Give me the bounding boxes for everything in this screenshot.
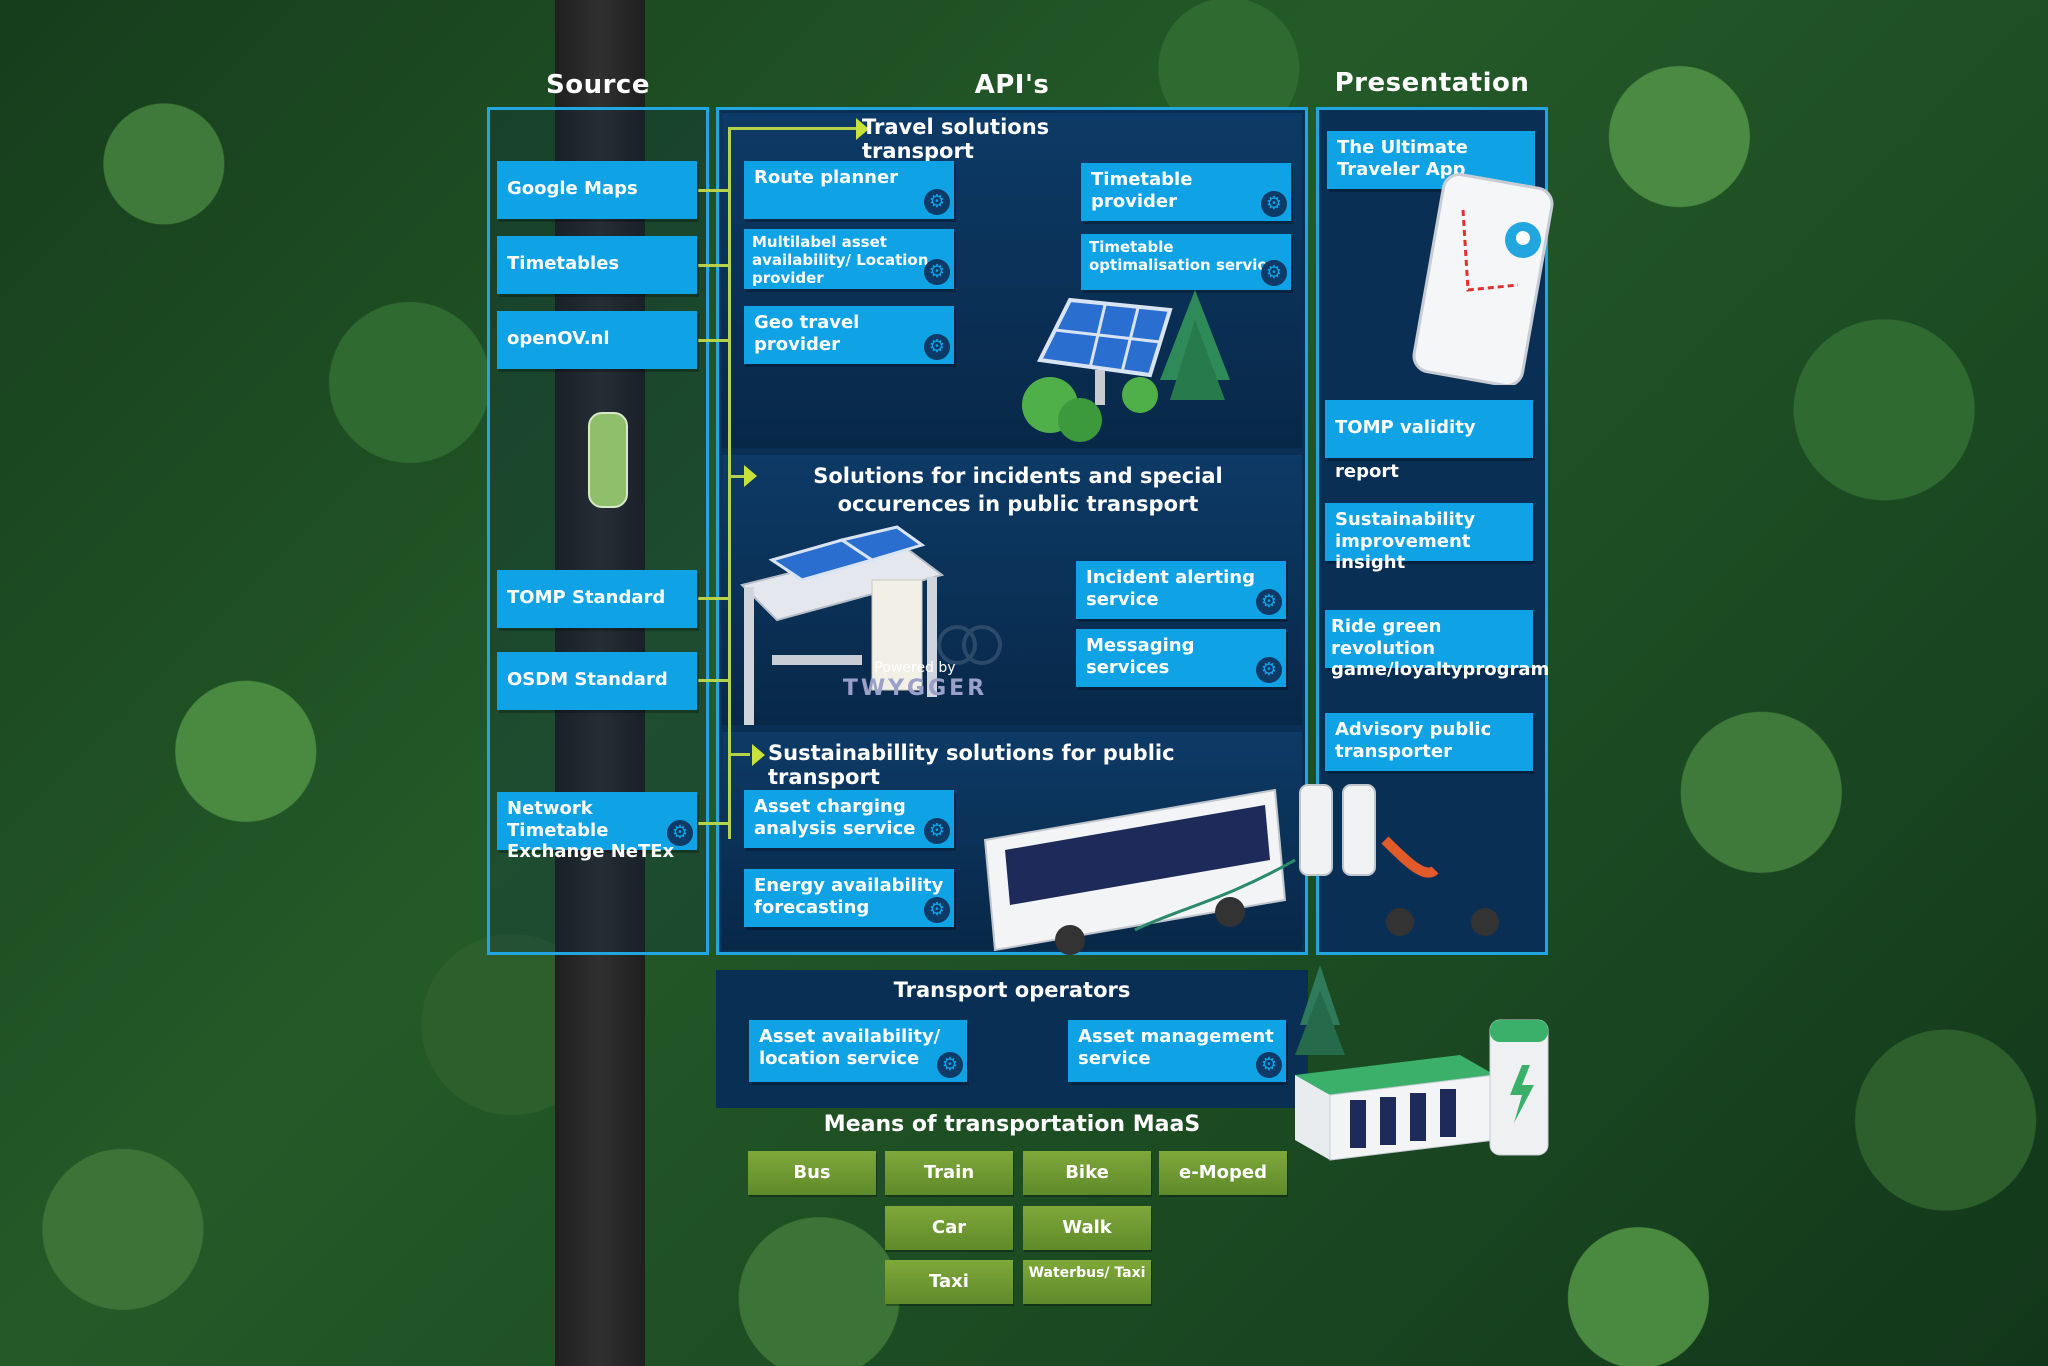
source-label: Google Maps xyxy=(507,178,638,199)
source-label: OSDM Standard xyxy=(507,669,668,690)
source-osdm-standard[interactable]: OSDM Standard xyxy=(497,652,697,710)
travel-solutions-title: Travel solutions transport xyxy=(862,115,1050,163)
api-label: Route planner xyxy=(754,167,899,188)
connector-to-travel xyxy=(728,127,858,130)
gear-icon: ⚙ xyxy=(1256,1052,1282,1078)
ops-asset-management[interactable]: Asset management service⚙ xyxy=(1068,1020,1286,1082)
gear-icon: ⚙ xyxy=(924,818,950,844)
api-label: Incident alerting service xyxy=(1086,567,1256,610)
api-asset-charging[interactable]: Asset charging analysis service ⚙ xyxy=(744,790,954,848)
source-label: Network Timetable Exchange NeTEx xyxy=(507,798,675,863)
mode-bus[interactable]: Bus xyxy=(748,1151,876,1195)
presentation-title: Presentation xyxy=(1334,68,1530,98)
source-netex[interactable]: Network Timetable Exchange NeTEx⚙ xyxy=(497,792,697,862)
mode-car[interactable]: Car xyxy=(885,1206,1013,1250)
connector-trunk xyxy=(728,127,731,839)
connector-openov xyxy=(698,339,728,342)
gear-icon: ⚙ xyxy=(1261,191,1287,217)
pres-advisory[interactable]: Advisory public transporter xyxy=(1325,713,1533,771)
api-label: Asset charging analysis service xyxy=(754,796,916,839)
pres-ultimate-traveler-app[interactable]: The Ultimate Traveler App xyxy=(1327,131,1535,189)
api-timetable-provider[interactable]: Timetable provider ⚙ xyxy=(1081,163,1291,221)
arrow-right-icon xyxy=(856,118,869,140)
arrow-right-icon xyxy=(744,465,757,487)
api-label: Timetable optimalisation service xyxy=(1089,238,1277,274)
battery-storage-illustration xyxy=(1295,965,1549,1161)
connector-to-incidents xyxy=(728,475,746,478)
arrow-right-icon xyxy=(752,744,765,766)
pres-ride-green[interactable]: Ride green revolution game/loyaltyprogra… xyxy=(1325,610,1549,680)
pres-sustainability-insight[interactable]: Sustainability improvement insight xyxy=(1325,503,1533,573)
solar-panel-trees-illustration xyxy=(1022,290,1230,442)
mode-e-moped[interactable]: e-Moped xyxy=(1159,1151,1287,1195)
connector-to-sustainability xyxy=(728,753,750,756)
source-openov[interactable]: openOV.nl xyxy=(497,311,697,369)
gear-icon: ⚙ xyxy=(1261,260,1287,286)
api-label: Multilabel asset availability/ Location … xyxy=(752,233,929,287)
source-label: openOV.nl xyxy=(507,328,610,349)
source-tomp-standard[interactable]: TOMP Standard xyxy=(497,570,697,628)
api-timetable-optimalisation[interactable]: Timetable optimalisation service⚙ xyxy=(1081,234,1291,290)
mode-bike[interactable]: Bike xyxy=(1023,1151,1151,1195)
api-geo-travel-provider[interactable]: Geo travel provider ⚙ xyxy=(744,306,954,364)
pres-label: TOMP validity report xyxy=(1335,417,1476,482)
mode-waterbus-taxi[interactable]: Waterbus/ Taxi xyxy=(1023,1260,1151,1304)
connector-tomp xyxy=(698,597,728,600)
phone-map-illustration xyxy=(1412,173,1554,385)
pres-label: Advisory public transporter xyxy=(1335,719,1492,762)
gear-icon: ⚙ xyxy=(937,1052,963,1078)
source-timetables[interactable]: Timetables xyxy=(497,236,697,294)
incidents-title: Solutions for incidents and special occu… xyxy=(813,464,1223,516)
ops-asset-availability[interactable]: Asset availability/ location service⚙ xyxy=(749,1020,967,1082)
gear-icon: ⚙ xyxy=(1256,657,1282,683)
twygger-logo: TWYGGER xyxy=(842,676,988,701)
api-energy-forecasting[interactable]: Energy availability forecasting⚙ xyxy=(744,869,954,927)
source-title: Source xyxy=(546,70,650,100)
powered-by-label: Powered by xyxy=(874,660,956,676)
pres-label: Sustainability improvement insight xyxy=(1335,509,1476,574)
api-label: Geo travel provider xyxy=(754,312,860,355)
transport-operators-title: Transport operators xyxy=(893,978,1131,1002)
gear-icon: ⚙ xyxy=(667,820,693,846)
api-route-planner[interactable]: Route planner ⚙ xyxy=(744,161,954,219)
sustainability-title: Sustainabillity solutions for public tra… xyxy=(768,741,1175,789)
gear-icon: ⚙ xyxy=(924,897,950,923)
gear-icon: ⚙ xyxy=(1256,589,1282,615)
connector-netex xyxy=(698,822,728,825)
source-label: Timetables xyxy=(507,253,620,274)
pres-label: Ride green revolution game/loyaltyprogra… xyxy=(1331,616,1550,681)
api-label: Timetable provider xyxy=(1091,169,1193,212)
bus-shelter-illustration xyxy=(740,525,1002,725)
api-incident-alerting[interactable]: Incident alerting service⚙ xyxy=(1076,561,1286,619)
api-multilabel-asset[interactable]: Multilabel asset availability/ Location … xyxy=(744,229,954,289)
connector-google-maps xyxy=(698,189,728,192)
pres-label: The Ultimate Traveler App xyxy=(1337,137,1468,180)
api-label: Energy availability forecasting xyxy=(754,875,944,918)
gear-icon: ⚙ xyxy=(924,259,950,285)
apis-title: API's xyxy=(974,70,1050,100)
api-label: Messaging services xyxy=(1086,635,1195,678)
ops-label: Asset management service xyxy=(1078,1026,1274,1069)
connector-timetables xyxy=(698,264,728,267)
connector-osdm xyxy=(698,679,728,682)
mode-train[interactable]: Train xyxy=(885,1151,1013,1195)
source-label: TOMP Standard xyxy=(507,587,666,608)
means-title: Means of transportation MaaS xyxy=(823,1112,1201,1137)
mode-taxi[interactable]: Taxi xyxy=(885,1260,1013,1304)
api-messaging-services[interactable]: Messaging services ⚙ xyxy=(1076,629,1286,687)
car-illustration xyxy=(588,412,628,508)
mode-walk[interactable]: Walk xyxy=(1023,1206,1151,1250)
gear-icon: ⚙ xyxy=(924,189,950,215)
source-google-maps[interactable]: Google Maps xyxy=(497,161,697,219)
pres-tomp-validity[interactable]: TOMP validity report xyxy=(1325,400,1533,482)
powered-by: Powered by TWYGGER xyxy=(830,660,1000,701)
bus-charging-illustration xyxy=(983,784,1499,955)
gear-icon: ⚙ xyxy=(924,334,950,360)
ops-label: Asset availability/ location service xyxy=(759,1026,941,1069)
